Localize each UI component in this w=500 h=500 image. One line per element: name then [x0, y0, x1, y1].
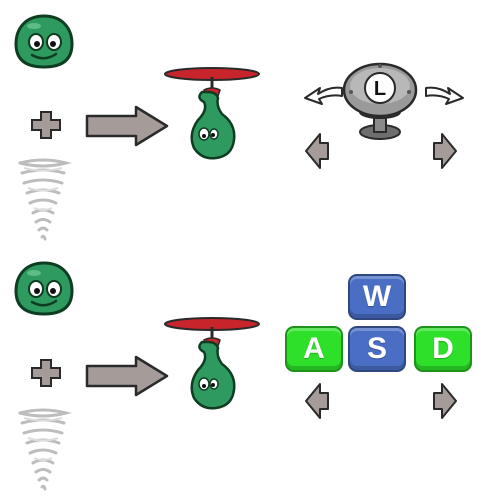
right-arrow-icon — [433, 133, 457, 169]
key-a-label: A — [303, 332, 325, 365]
slime-icon — [14, 261, 74, 316]
joystick-label: L — [374, 78, 386, 100]
key-a[interactable]: A — [285, 326, 343, 372]
curved-right-arrow-icon — [425, 86, 464, 105]
right-arrow-icon — [85, 355, 169, 397]
key-w-label: W — [362, 280, 392, 313]
plus-icon — [31, 359, 61, 387]
helicopter-slime-icon — [164, 317, 260, 410]
curved-left-arrow-icon — [304, 86, 343, 105]
tornado-icon — [18, 408, 72, 491]
key-w[interactable]: W — [348, 274, 406, 320]
left-arrow-icon — [305, 133, 329, 169]
right-arrow-icon — [85, 105, 169, 147]
helicopter-slime-icon — [164, 67, 260, 160]
key-s[interactable]: S — [348, 326, 406, 372]
tornado-icon — [18, 158, 72, 241]
slime-icon — [14, 14, 74, 69]
key-d-label: D — [432, 332, 454, 365]
joystick-icon: L — [342, 62, 418, 140]
left-arrow-icon — [305, 383, 329, 419]
plus-icon — [31, 111, 61, 139]
key-s-label: S — [366, 332, 387, 365]
right-arrow-icon — [433, 383, 457, 419]
key-d[interactable]: D — [414, 326, 472, 372]
